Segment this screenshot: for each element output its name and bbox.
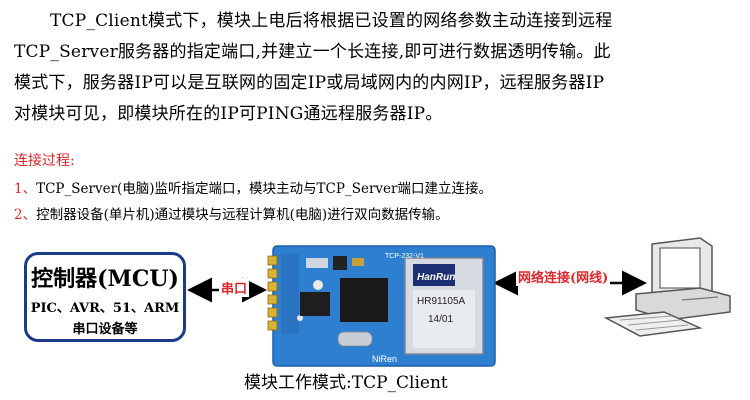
process-step-2: 2、控制器设备(单片机)通过模块与远程计算机(电脑)进行双向数据传输。 xyxy=(14,203,449,223)
computer-icon xyxy=(603,237,731,337)
step-1-text: TCP_Server(电脑)监听指定端口，模块主动与TCP_Server端口建立… xyxy=(36,181,492,197)
serial-link-label: 串口 xyxy=(219,278,250,297)
intro-line-2: TCP_Server服务器的指定端口,并建立一个长连接,即可进行数据透明传输。此 xyxy=(14,42,611,62)
mode-caption: 模块工作模式:TCP_Client xyxy=(244,373,448,393)
step-1-number: 1、 xyxy=(14,181,37,197)
step-2-text: 控制器设备(单片机)通过模块与远程计算机(电脑)进行双向数据传输。 xyxy=(36,207,449,223)
board-label: TCP-232-V1 xyxy=(385,253,424,260)
board-maker: NiRen xyxy=(372,354,397,364)
jack-date: 14/01 xyxy=(428,314,453,325)
intro-line-3: 模式下，服务器IP可以是互联网的固定IP或局域网内的内网IP，远程服务器IP xyxy=(14,73,605,93)
step-2-number: 2、 xyxy=(14,207,37,223)
jack-code: HR91105A xyxy=(417,296,466,307)
mcu-title: 控制器(MCU) xyxy=(31,266,179,292)
intro-line-1: TCP_Client模式下，模块上电后将根据已设置的网络参数主动连接到远程 xyxy=(50,11,613,31)
intro-paragraph: TCP_Client模式下，模块上电后将根据已设置的网络参数主动连接到远程 TC… xyxy=(14,6,738,130)
mcu-serial-devices: 串口设备等 xyxy=(72,322,138,337)
process-step-1: 1、TCP_Server(电脑)监听指定端口，模块主动与TCP_Server端口… xyxy=(14,177,492,197)
mcu-controller-box: 控制器(MCU) PIC、AVR、51、ARM 串口设备等 xyxy=(24,252,186,342)
intro-line-4: 对模块可见，即模块所在的IP可PING通远程服务器IP。 xyxy=(14,104,443,124)
process-title: 连接过程: xyxy=(14,153,75,169)
mcu-platforms: PIC、AVR、51、ARM xyxy=(30,301,180,316)
module-board-icon xyxy=(267,245,496,367)
network-link-label: 网络连接(网线) xyxy=(516,267,611,286)
jack-brand: HanRun xyxy=(417,272,455,283)
